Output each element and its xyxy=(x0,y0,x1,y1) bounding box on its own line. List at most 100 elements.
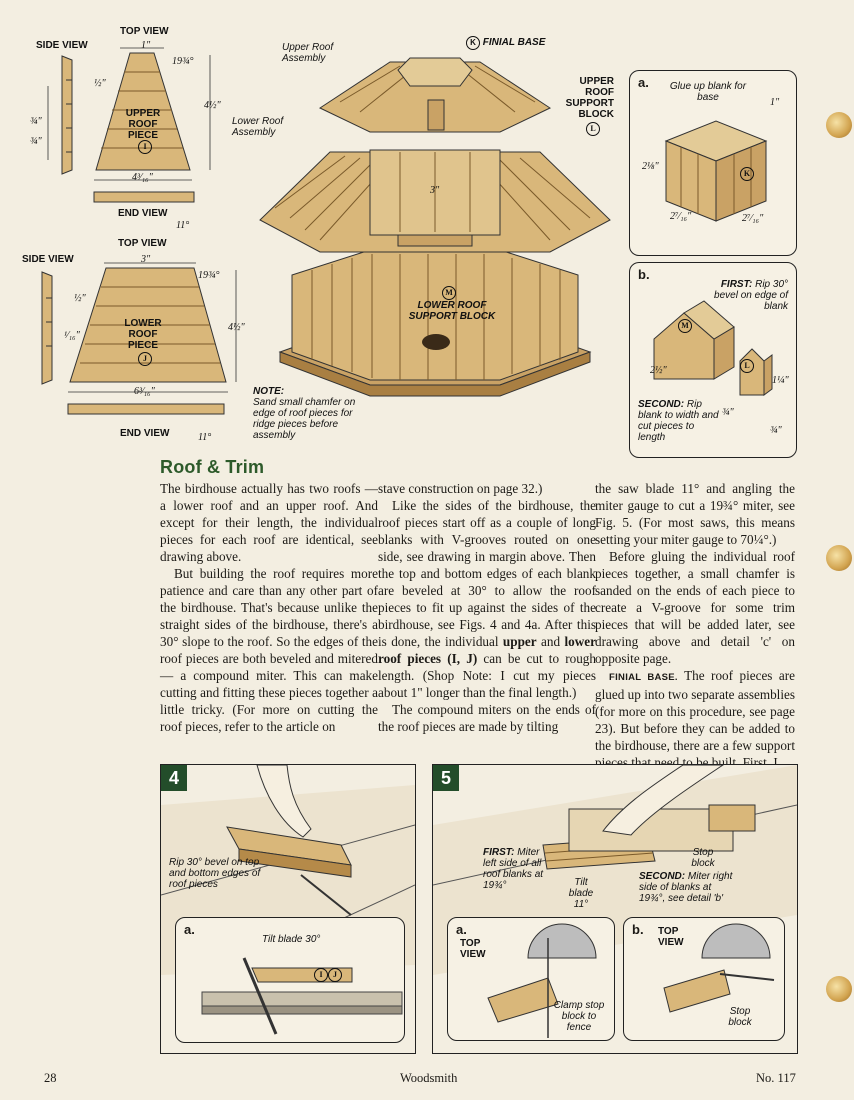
figure-5-first-text: FIRST: Miter left side of all roof blank… xyxy=(483,847,544,891)
figure-4-number: 4 xyxy=(161,765,187,791)
col1-paragraph-2: But building the roof requires more pati… xyxy=(160,566,378,734)
binder-hole-bottom xyxy=(826,976,852,1002)
lower-height-dim: 4½" xyxy=(228,322,245,333)
lower-piece-mark: J xyxy=(138,352,152,366)
lower-side-view-label: SIDE VIEW xyxy=(22,254,74,265)
detail-b-second-text: SECOND: Rip blank to width and cut piece… xyxy=(638,399,719,443)
detail-b-box: b. FIRST: Rip 30° bevel on edge of blank… xyxy=(629,262,797,458)
binder-hole-middle xyxy=(826,545,852,571)
roof-piece-drawings xyxy=(41,47,237,415)
figure-5-tilt-label: Tilt blade 11° xyxy=(568,877,594,910)
birdhouse-exploded-view xyxy=(259,57,611,397)
detail-a-mark: K xyxy=(740,167,754,181)
miter-gauge-drawing-a xyxy=(487,923,597,1038)
upper-roof-assembly-label: Upper Roof Assembly xyxy=(282,42,334,64)
detail-b-dim-d: ¾" xyxy=(770,425,782,436)
finial-base-label: K FINIAL BASE xyxy=(466,36,545,50)
detail-b-tag: b. xyxy=(638,267,650,282)
col3-paragraph-1: the saw blade 11° and angling the miter … xyxy=(595,481,795,547)
upper-top-view-label: TOP VIEW xyxy=(120,26,169,37)
col3-paragraph-2: Before gluing the individual roof pieces… xyxy=(595,549,795,666)
lower-sixteenth-dim: ¹⁄₁₆" xyxy=(64,330,80,341)
article-heading: Roof & Trim xyxy=(160,457,265,477)
upper-roof-piece-label: UPPER ROOF PIECE xyxy=(125,108,161,141)
col1-paragraph-1: The birdhouse actually has two roofs — a… xyxy=(160,481,378,564)
figure-5-inset-a-view: TOP VIEW xyxy=(460,938,486,960)
detail-b-first-text: FIRST: Rip 30° bevel on edge of blank xyxy=(714,279,788,312)
detail-b-dim-c: ¾" xyxy=(722,407,734,418)
upper-support-block-label: UPPER ROOF SUPPORT BLOCK xyxy=(565,76,614,120)
lower-end-view-label: END VIEW xyxy=(120,428,170,439)
col2-paragraph-2: Like the sides of the birdhouse, the roo… xyxy=(378,498,596,700)
lower-roof-assembly-label: Lower Roof Assembly xyxy=(232,116,284,138)
detail-a-dim-height: 2⅛" xyxy=(642,161,659,172)
detail-b-mark-l: L xyxy=(740,359,754,373)
detail-b-mark-m: M xyxy=(678,319,692,333)
lower-end-angle: 11° xyxy=(198,432,212,443)
figure-5-inset-b: b. TOP VIEW Stop block xyxy=(623,917,785,1041)
text-column-3: the saw blade 11° and angling the miter … xyxy=(595,480,795,771)
detail-a-dim-top: 1" xyxy=(770,97,780,108)
detail-b-dim-b: 1¼" xyxy=(772,375,789,386)
upper-end-angle: 11° xyxy=(176,220,190,231)
upper-three-quarter-a: ¾" xyxy=(30,116,42,127)
lower-bottom-dim: 6³⁄₁₆" xyxy=(134,386,155,397)
detail-a-box: a. Glue up blank for base 1" 2⅛" 2⁷⁄₁₆" … xyxy=(629,70,797,256)
footer-page-number: 28 xyxy=(44,1071,57,1085)
upper-side-view-label: SIDE VIEW xyxy=(36,40,88,51)
upper-end-view-label: END VIEW xyxy=(118,208,168,219)
footer-issue-number: No. 117 xyxy=(756,1071,796,1085)
figure-5-inset-a-tag: a. xyxy=(456,922,467,937)
upper-three-quarter-b: ¾" xyxy=(30,136,42,147)
text-column-1: The birdhouse actually has two roofs — a… xyxy=(160,480,378,735)
figure-5-number: 5 xyxy=(433,765,459,791)
figure-5-inset-b-tag: b. xyxy=(632,922,644,937)
support-blocks-drawing xyxy=(653,300,773,396)
lower-angle-dim: 19¾° xyxy=(198,270,220,281)
lower-support-mark: M xyxy=(442,286,456,300)
upper-height-dim: 4½" xyxy=(204,100,221,111)
upper-top-dim: 1" xyxy=(141,40,151,51)
upper-piece-mark: I xyxy=(138,140,152,154)
figure-4-inset-tag: a. xyxy=(184,922,195,937)
detail-a-tag: a. xyxy=(638,75,649,90)
note-head: NOTE: xyxy=(253,386,285,397)
detail-a-dim-right: 2⁷⁄₁₆" xyxy=(742,213,764,224)
upper-bottom-dim: 4³⁄₁₆" xyxy=(132,172,153,183)
col3-paragraph-3: FINIAL BASE. The roof pieces are glued u… xyxy=(595,668,795,770)
finial-blank-drawing xyxy=(664,120,768,222)
lower-half-dim: ½" xyxy=(74,293,86,304)
detail-a-dim-left: 2⁷⁄₁₆" xyxy=(670,211,692,222)
center-dim: 3" xyxy=(430,185,440,196)
lower-top-dim: 3" xyxy=(141,254,151,265)
lower-top-view-label: TOP VIEW xyxy=(118,238,167,249)
footer-magazine-name: Woodsmith xyxy=(400,1071,458,1085)
figure-5-second-text: SECOND: Miter right side of blanks at 19… xyxy=(639,871,733,904)
figure-4-inset-drawing xyxy=(201,957,403,1035)
note-text: Sand small chamfer on edge of roof piece… xyxy=(253,397,356,441)
miter-gauge-drawing-b xyxy=(663,923,775,1013)
figure-5-stop-label-b: Stop block xyxy=(728,1006,752,1028)
figure-5-inset-a: a. TOP VIEW Clamp stop block to fence xyxy=(447,917,615,1041)
lower-roof-piece-label: LOWER ROOF PIECE xyxy=(124,318,162,351)
figure-4-tilt-label: Tilt blade 30° xyxy=(262,934,321,945)
figure-5-clamp-label: Clamp stop block to fence xyxy=(553,1000,605,1033)
col2-paragraph-3: The compound miters on the ends of the r… xyxy=(378,702,596,734)
detail-a-glue-label: Glue up blank for base xyxy=(669,81,747,103)
figure-4-rip-label: Rip 30° bevel on top and bottom edges of… xyxy=(169,857,261,890)
detail-b-dim-a: 2½" xyxy=(650,365,667,376)
figure-4: 4 Rip 30° bevel on top and bottom edges … xyxy=(160,764,416,1054)
figure-5-inset-b-view: TOP VIEW xyxy=(658,926,684,948)
binder-hole-top xyxy=(826,112,852,138)
upper-angle-dim: 19¾° xyxy=(172,56,194,67)
upper-half-dim: ½" xyxy=(94,78,106,89)
upper-support-mark: L xyxy=(586,122,600,136)
figure-5: 5 FIRST: Miter left side of all roof bla… xyxy=(432,764,798,1054)
text-column-2: stave construction on page 32.) Like the… xyxy=(378,480,596,735)
figure-5-stop-label: Stop block xyxy=(691,847,715,869)
lower-support-block-label: LOWER ROOF SUPPORT BLOCK xyxy=(408,300,496,322)
col2-paragraph-1: stave construction on page 32.) xyxy=(378,481,543,496)
